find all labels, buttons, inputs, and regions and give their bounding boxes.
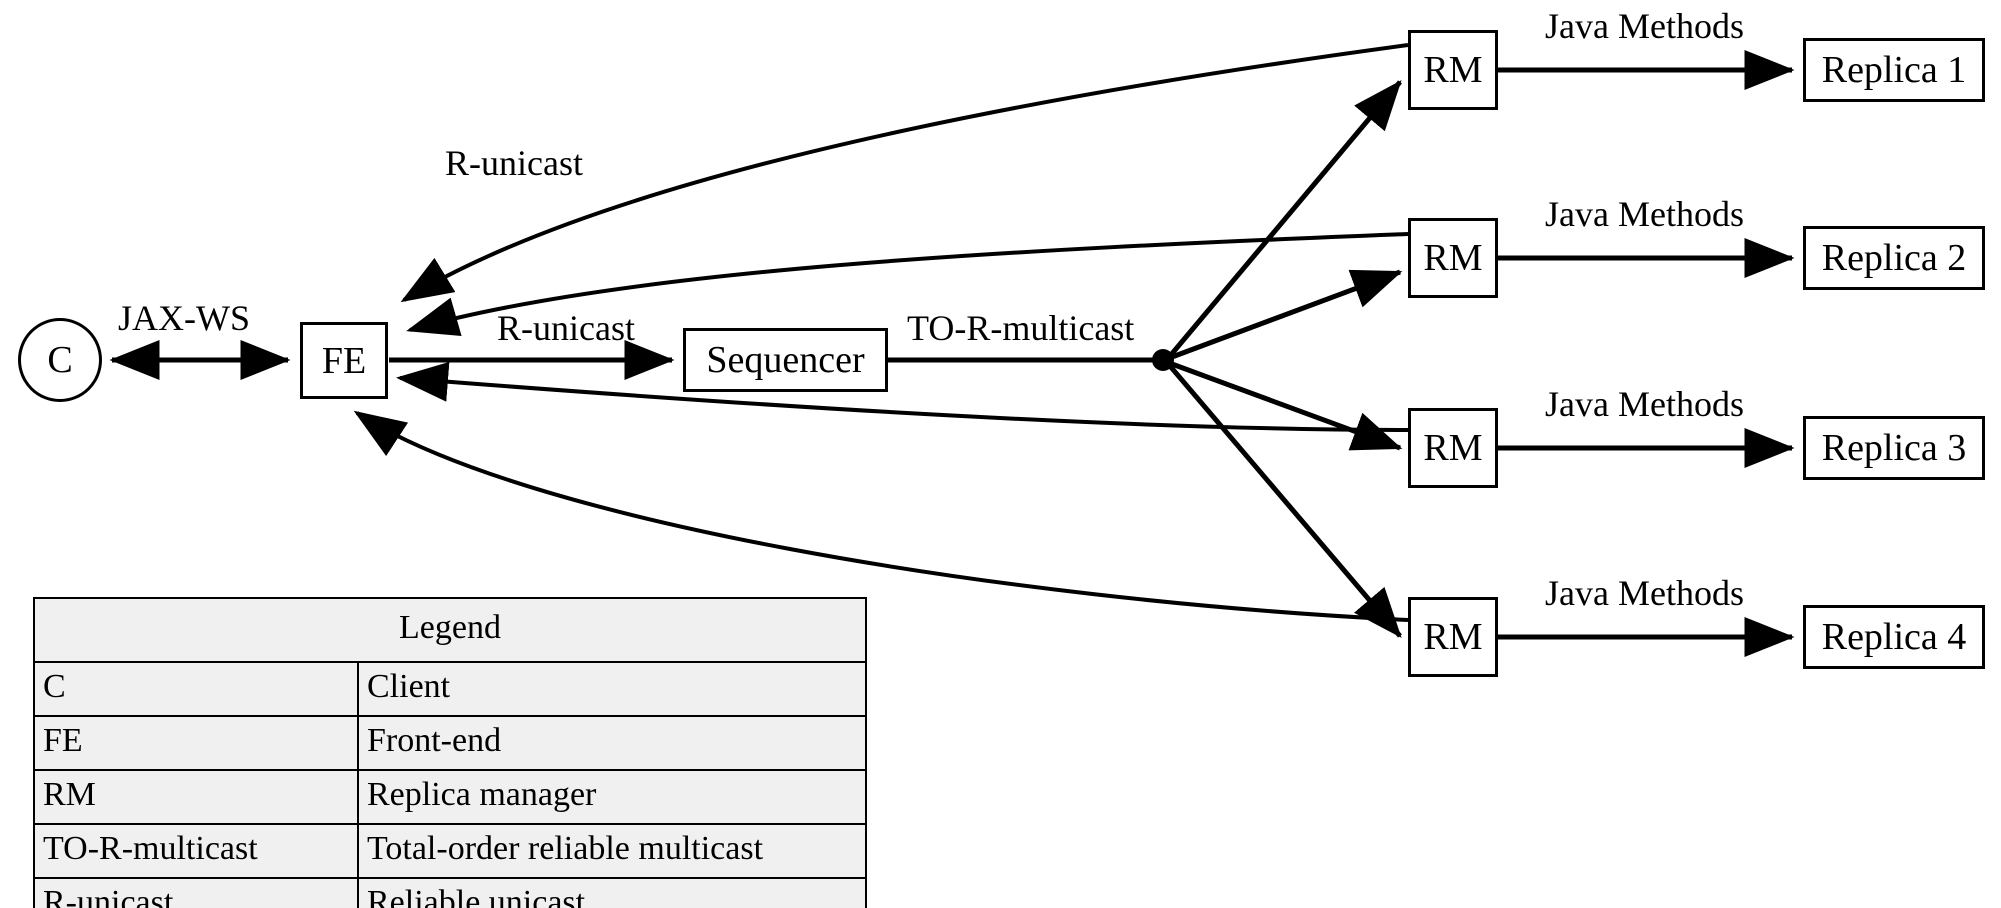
node-rm1-label: RM	[1423, 49, 1483, 91]
edge-label-to-r-multicast: TO-R-multicast	[907, 308, 1135, 348]
edge-junction-rm4	[1168, 364, 1402, 638]
edge-junction-rm2	[1171, 269, 1403, 360]
legend-value-fe: Front-end	[357, 715, 867, 771]
node-replica-3[interactable]: Replica 3	[1803, 416, 1985, 480]
edge-junction-rm3	[1171, 361, 1403, 451]
node-replica-manager-2[interactable]: RM	[1408, 218, 1498, 298]
legend-key-to-r-multicast: TO-R-multicast	[33, 823, 359, 879]
edge-label-r-unicast-forward: R-unicast	[497, 308, 635, 348]
node-sequencer-label: Sequencer	[706, 339, 865, 381]
edge-rm3-frontend	[396, 361, 1409, 432]
node-rm2-label: RM	[1423, 237, 1483, 279]
node-sequencer[interactable]: Sequencer	[683, 328, 888, 392]
node-frontend[interactable]: FE	[300, 322, 388, 399]
legend-row-to-r-multicast: TO-R-multicast Total-order reliable mult…	[33, 823, 867, 879]
node-replica-manager-4[interactable]: RM	[1408, 597, 1498, 677]
edge-label-java-methods-2: Java Methods	[1545, 194, 1744, 234]
edge-label-java-methods-1: Java Methods	[1545, 6, 1744, 46]
node-replica2-label: Replica 2	[1821, 237, 1967, 279]
legend-key-c: C	[33, 661, 359, 717]
edge-label-jax-ws: JAX-WS	[118, 298, 250, 338]
legend-value-rm: Replica manager	[357, 769, 867, 825]
node-replica-1[interactable]: Replica 1	[1803, 38, 1985, 102]
legend-row-rm: RM Replica manager	[33, 769, 867, 825]
edge-sequencer-junction	[887, 349, 1174, 371]
legend-key-r-unicast: R-unicast	[33, 877, 359, 908]
node-rm4-label: RM	[1423, 616, 1483, 658]
edge-rm2-frontend	[406, 232, 1409, 337]
legend-row-fe: FE Front-end	[33, 715, 867, 771]
edge-label-java-methods-3: Java Methods	[1545, 384, 1744, 424]
node-frontend-label: FE	[321, 339, 367, 382]
legend-table: Legend C Client FE Front-end RM Replica …	[33, 597, 867, 908]
node-rm3-label: RM	[1423, 427, 1483, 469]
edge-rm4-frontend	[353, 410, 1409, 622]
legend-key-fe: FE	[33, 715, 359, 771]
node-client[interactable]: C	[18, 318, 102, 402]
edge-label-java-methods-4: Java Methods	[1545, 573, 1744, 613]
legend-value-c: Client	[357, 661, 867, 717]
edge-rm1-frontend	[400, 43, 1409, 303]
node-replica3-label: Replica 3	[1821, 427, 1967, 469]
legend-title: Legend	[33, 597, 867, 663]
node-replica4-label: Replica 4	[1821, 616, 1967, 658]
edge-label-r-unicast-return: R-unicast	[445, 143, 583, 183]
legend-value-to-r-multicast: Total-order reliable multicast	[357, 823, 867, 879]
node-client-label: C	[47, 339, 73, 381]
node-replica1-label: Replica 1	[1821, 49, 1967, 91]
node-replica-manager-3[interactable]: RM	[1408, 408, 1498, 488]
legend-row-r-unicast: R-unicast Reliable unicast	[33, 877, 867, 908]
node-replica-2[interactable]: Replica 2	[1803, 226, 1985, 290]
legend-header-row: Legend	[33, 597, 867, 663]
node-replica-manager-1[interactable]: RM	[1408, 30, 1498, 110]
legend-key-rm: RM	[33, 769, 359, 825]
node-replica-4[interactable]: Replica 4	[1803, 605, 1985, 669]
legend-value-r-unicast: Reliable unicast	[357, 877, 867, 908]
edge-junction-rm1	[1168, 80, 1402, 358]
legend-row-c: C Client	[33, 661, 867, 717]
